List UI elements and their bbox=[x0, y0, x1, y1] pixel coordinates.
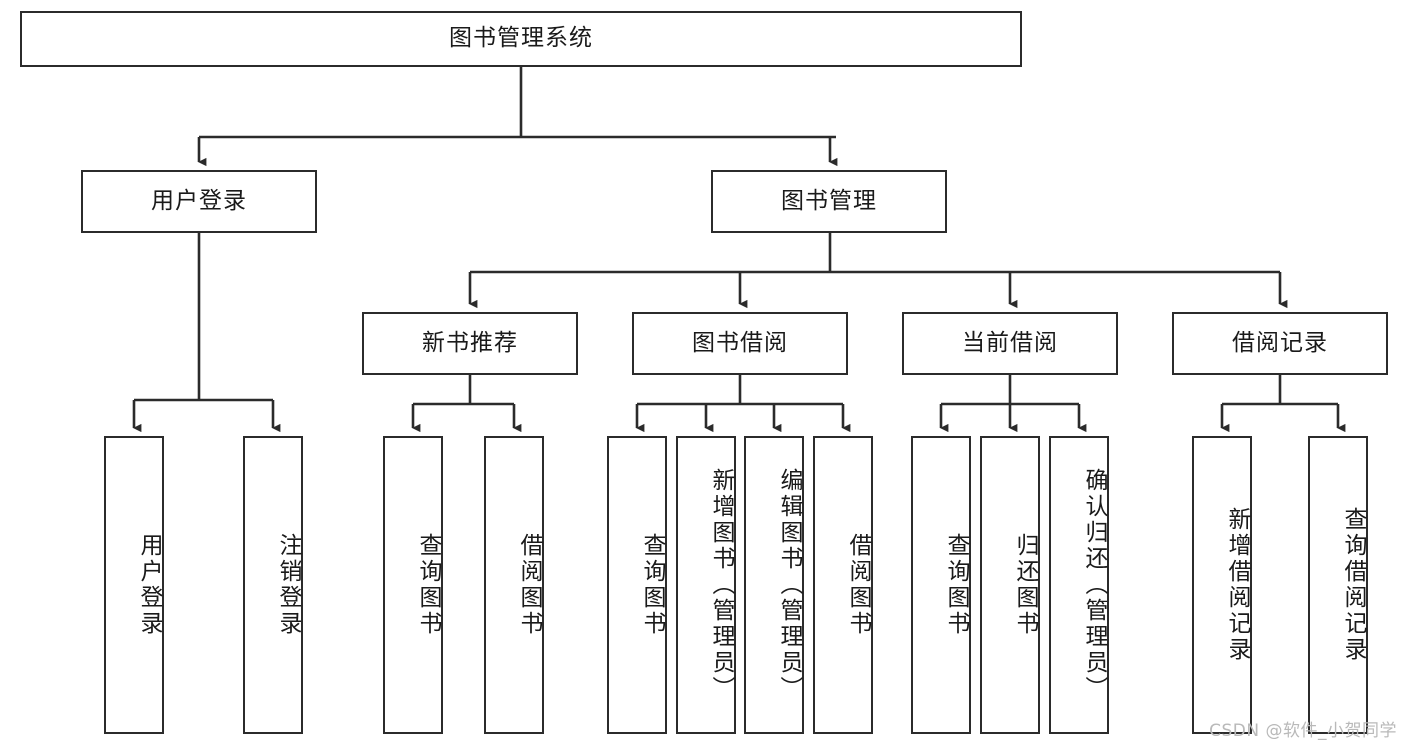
node-leaf-add-record[interactable]: 新增借阅记录 bbox=[1192, 436, 1252, 734]
node-leaf-add-record-label: 新增借阅记录 bbox=[1224, 507, 1250, 663]
node-leaf-borrow-book-1-label: 借阅图书 bbox=[516, 533, 542, 637]
node-leaf-logout[interactable]: 注销登录 bbox=[243, 436, 303, 734]
node-leaf-borrow-book-1[interactable]: 借阅图书 bbox=[484, 436, 544, 734]
node-book-management[interactable]: 图书管理 bbox=[711, 170, 947, 233]
node-current-borrow-label: 当前借阅 bbox=[962, 329, 1058, 356]
node-book-borrow-label: 图书借阅 bbox=[692, 329, 788, 356]
node-leaf-user-login[interactable]: 用户登录 bbox=[104, 436, 164, 734]
node-leaf-query-book-2[interactable]: 查询图书 bbox=[607, 436, 667, 734]
node-leaf-confirm-return-label: 确认归还（管理员） bbox=[1081, 468, 1107, 702]
node-leaf-borrow-book-2-label: 借阅图书 bbox=[845, 533, 871, 637]
node-root-label: 图书管理系统 bbox=[449, 25, 593, 52]
node-leaf-query-book-1[interactable]: 查询图书 bbox=[383, 436, 443, 734]
node-leaf-add-book-label: 新增图书（管理员） bbox=[708, 468, 734, 702]
node-book-management-label: 图书管理 bbox=[781, 187, 877, 214]
node-leaf-query-record[interactable]: 查询借阅记录 bbox=[1308, 436, 1368, 734]
node-root[interactable]: 图书管理系统 bbox=[20, 11, 1022, 67]
node-leaf-add-book[interactable]: 新增图书（管理员） bbox=[676, 436, 736, 734]
node-borrow-record[interactable]: 借阅记录 bbox=[1172, 312, 1388, 375]
node-leaf-query-book-3[interactable]: 查询图书 bbox=[911, 436, 971, 734]
node-leaf-query-book-3-label: 查询图书 bbox=[943, 533, 969, 637]
node-current-borrow[interactable]: 当前借阅 bbox=[902, 312, 1118, 375]
node-leaf-borrow-book-2[interactable]: 借阅图书 bbox=[813, 436, 873, 734]
node-leaf-edit-book-label: 编辑图书（管理员） bbox=[776, 468, 802, 702]
node-user-login[interactable]: 用户登录 bbox=[81, 170, 317, 233]
node-user-login-label: 用户登录 bbox=[151, 187, 247, 214]
node-book-borrow[interactable]: 图书借阅 bbox=[632, 312, 848, 375]
node-new-book-recommend-label: 新书推荐 bbox=[422, 329, 518, 356]
node-leaf-logout-label: 注销登录 bbox=[275, 533, 301, 637]
node-new-book-recommend[interactable]: 新书推荐 bbox=[362, 312, 578, 375]
node-leaf-confirm-return[interactable]: 确认归还（管理员） bbox=[1049, 436, 1109, 734]
node-leaf-user-login-label: 用户登录 bbox=[136, 533, 162, 637]
node-leaf-return-book-label: 归还图书 bbox=[1012, 533, 1038, 637]
node-leaf-query-book-1-label: 查询图书 bbox=[415, 533, 441, 637]
node-borrow-record-label: 借阅记录 bbox=[1232, 329, 1328, 356]
node-leaf-query-book-2-label: 查询图书 bbox=[639, 533, 665, 637]
node-leaf-return-book[interactable]: 归还图书 bbox=[980, 436, 1040, 734]
node-leaf-edit-book[interactable]: 编辑图书（管理员） bbox=[744, 436, 804, 734]
node-leaf-query-record-label: 查询借阅记录 bbox=[1340, 507, 1366, 663]
csdn-watermark: CSDN @软件_小贺同学 bbox=[1209, 721, 1397, 741]
